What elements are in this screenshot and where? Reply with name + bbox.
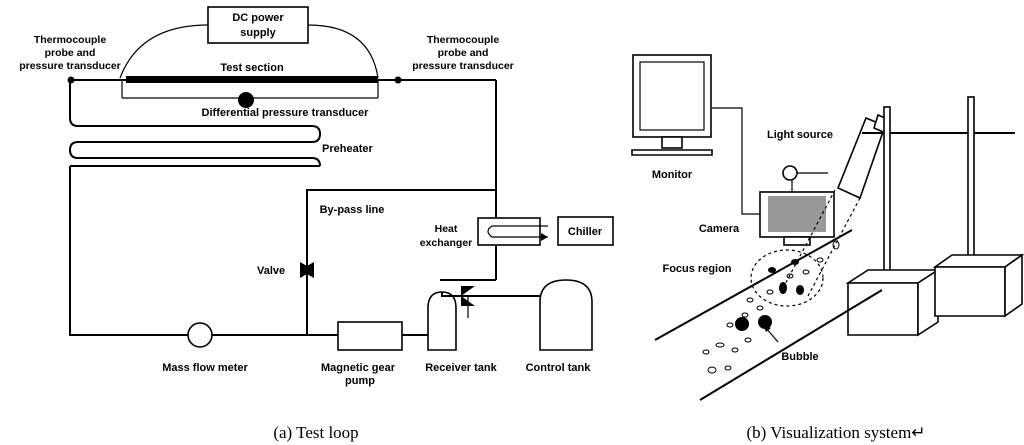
mass-flow-meter-label: Mass flow meter	[162, 362, 248, 374]
left-base-front	[847, 282, 919, 336]
focus-region-label: Focus region	[662, 263, 731, 275]
bubble-dot	[766, 289, 774, 295]
bubble-dot	[726, 322, 734, 328]
bubble-dot	[741, 312, 749, 318]
bubble-dot	[715, 342, 725, 348]
bubbles-group	[702, 240, 840, 374]
thermocouple-right-node	[394, 76, 402, 84]
dc-power-supply-label-2: supply	[240, 27, 276, 39]
thermocouple-right-label-2: probe and	[438, 47, 489, 59]
power-wire-left	[119, 24, 209, 79]
heat-exchanger-arrow	[541, 233, 548, 241]
heat-exchanger-box	[477, 217, 541, 246]
bypass-valve-right	[300, 262, 314, 278]
bubble-large	[735, 317, 749, 331]
camera-cable	[712, 107, 760, 215]
heat-exchanger-coil	[487, 225, 548, 238]
preheater-coil	[68, 117, 322, 167]
bubble-dot	[724, 365, 732, 371]
camera-lens	[783, 236, 811, 246]
left-return-pipe	[69, 166, 188, 336]
bypass-pipe	[306, 189, 496, 335]
bubble-dot	[731, 347, 739, 353]
control-tank-shape	[539, 279, 593, 351]
bubble-dot	[756, 305, 764, 311]
bubble-dot	[746, 297, 754, 303]
camera-label: Camera	[699, 223, 740, 235]
light-beam-2	[807, 197, 861, 297]
left-post	[883, 106, 891, 284]
bubble-pointer-arrow	[763, 324, 771, 332]
bubble-dot	[816, 257, 824, 263]
bubble-large	[758, 315, 772, 329]
test-section-label: Test section	[220, 62, 284, 74]
bypass-line-label: By-pass line	[320, 204, 385, 216]
heat-exchanger-label-1: Heat	[435, 223, 458, 235]
channel-upper-wall	[654, 229, 853, 341]
visualization-caption: (b) Visualization system↵	[746, 423, 925, 442]
visualization-diagram: Monitor Camera Light source Foc	[631, 54, 1024, 442]
test-loop-diagram: DC power supply Thermocouple probe and p…	[19, 6, 614, 442]
right-base-front	[934, 266, 1006, 317]
control-tank-label: Control tank	[526, 362, 592, 374]
bubble-dot	[802, 269, 810, 275]
receiver-tank-shape	[427, 291, 457, 351]
monitor-screen	[639, 61, 705, 131]
magnetic-gear-pump-label-2: pump	[345, 375, 375, 387]
power-wire-right	[307, 24, 379, 79]
thermocouple-left-label-2: probe and	[45, 47, 96, 59]
valve-label: Valve	[257, 265, 285, 277]
chiller-label: Chiller	[568, 226, 603, 238]
control-valve	[461, 286, 475, 306]
receiver-control-link	[441, 292, 540, 297]
focus-region-ellipse	[750, 249, 824, 307]
thermocouple-right-label-1: Thermocouple	[427, 34, 500, 46]
dc-power-supply-label-1: DC power	[232, 12, 284, 24]
bubble-dot	[791, 259, 799, 265]
preheater-label: Preheater	[322, 143, 373, 155]
monitor-shape	[632, 54, 712, 138]
monitor-neck	[661, 136, 683, 149]
bubble-dot	[768, 267, 776, 273]
magnetic-gear-pump-label-1: Magnetic gear	[321, 362, 396, 374]
bubble-dot	[744, 337, 752, 343]
heat-exchanger-label-2: exchanger	[420, 237, 473, 249]
channel-lower-wall	[699, 289, 883, 401]
bubble-dot	[832, 240, 840, 250]
test-section-bar	[126, 76, 378, 83]
receiver-tank-label: Receiver tank	[425, 362, 497, 374]
test-loop-caption: (a) Test loop	[273, 423, 358, 442]
magnetic-gear-pump-box	[337, 321, 403, 351]
monitor-base	[631, 149, 713, 156]
chiller-box	[557, 216, 614, 246]
right-base-side	[1004, 253, 1023, 318]
bubble-dot	[779, 282, 787, 294]
thermocouple-left-label-3: pressure transducer	[19, 60, 121, 72]
differential-pressure-transducer-node	[238, 92, 254, 108]
bubble-dot	[702, 349, 710, 355]
bubble-label: Bubble	[781, 351, 818, 363]
right-post	[967, 96, 975, 268]
bubble-dot	[707, 366, 717, 374]
camera-shading	[768, 196, 826, 232]
light-source-label: Light source	[767, 129, 833, 141]
bubble-dot	[796, 285, 804, 295]
differential-pressure-label: Differential pressure transducer	[202, 107, 370, 119]
mass-flow-meter-shape	[187, 322, 213, 348]
camera-mount-joint	[782, 165, 798, 181]
thermocouple-right-label-3: pressure transducer	[412, 60, 514, 72]
bubble-dot	[786, 273, 794, 279]
light-beam-1	[781, 189, 836, 291]
thermocouple-left-label-1: Thermocouple	[34, 34, 107, 46]
monitor-label: Monitor	[652, 169, 693, 181]
left-base-side	[917, 268, 939, 337]
